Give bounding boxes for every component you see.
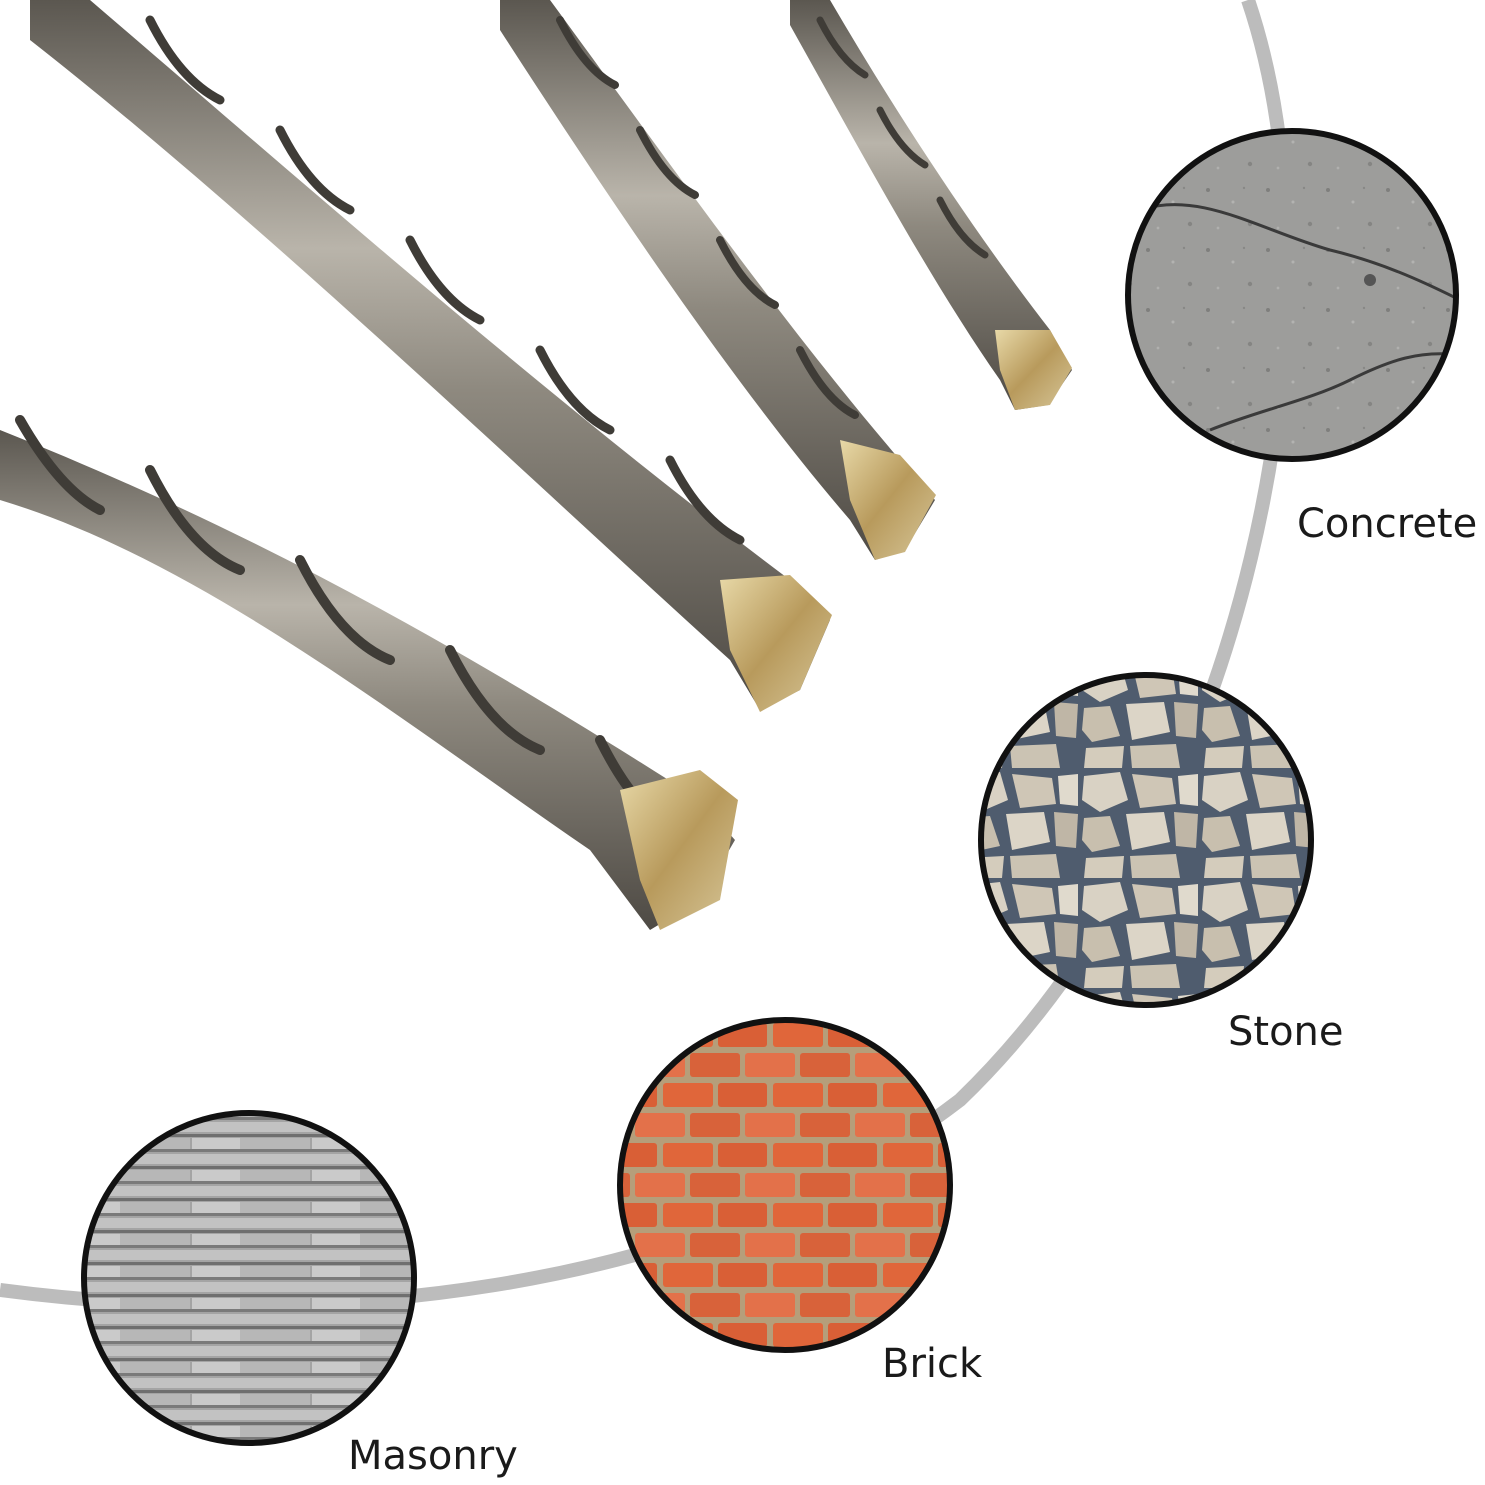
concrete-sample — [1125, 128, 1459, 462]
masonry-label: Masonry — [348, 1433, 518, 1479]
drill-bit-large — [0, 415, 738, 930]
drill-bit-smallest — [790, 0, 1072, 410]
masonry-sample — [81, 1110, 417, 1446]
brick-sample — [617, 1017, 953, 1353]
stone-label: Stone — [1228, 1009, 1344, 1055]
drill-bit-medium — [30, 0, 832, 712]
brick-label: Brick — [882, 1341, 983, 1387]
drill-bit-small — [500, 0, 936, 560]
concrete-label: Concrete — [1297, 501, 1478, 547]
stone-sample — [978, 672, 1314, 1008]
